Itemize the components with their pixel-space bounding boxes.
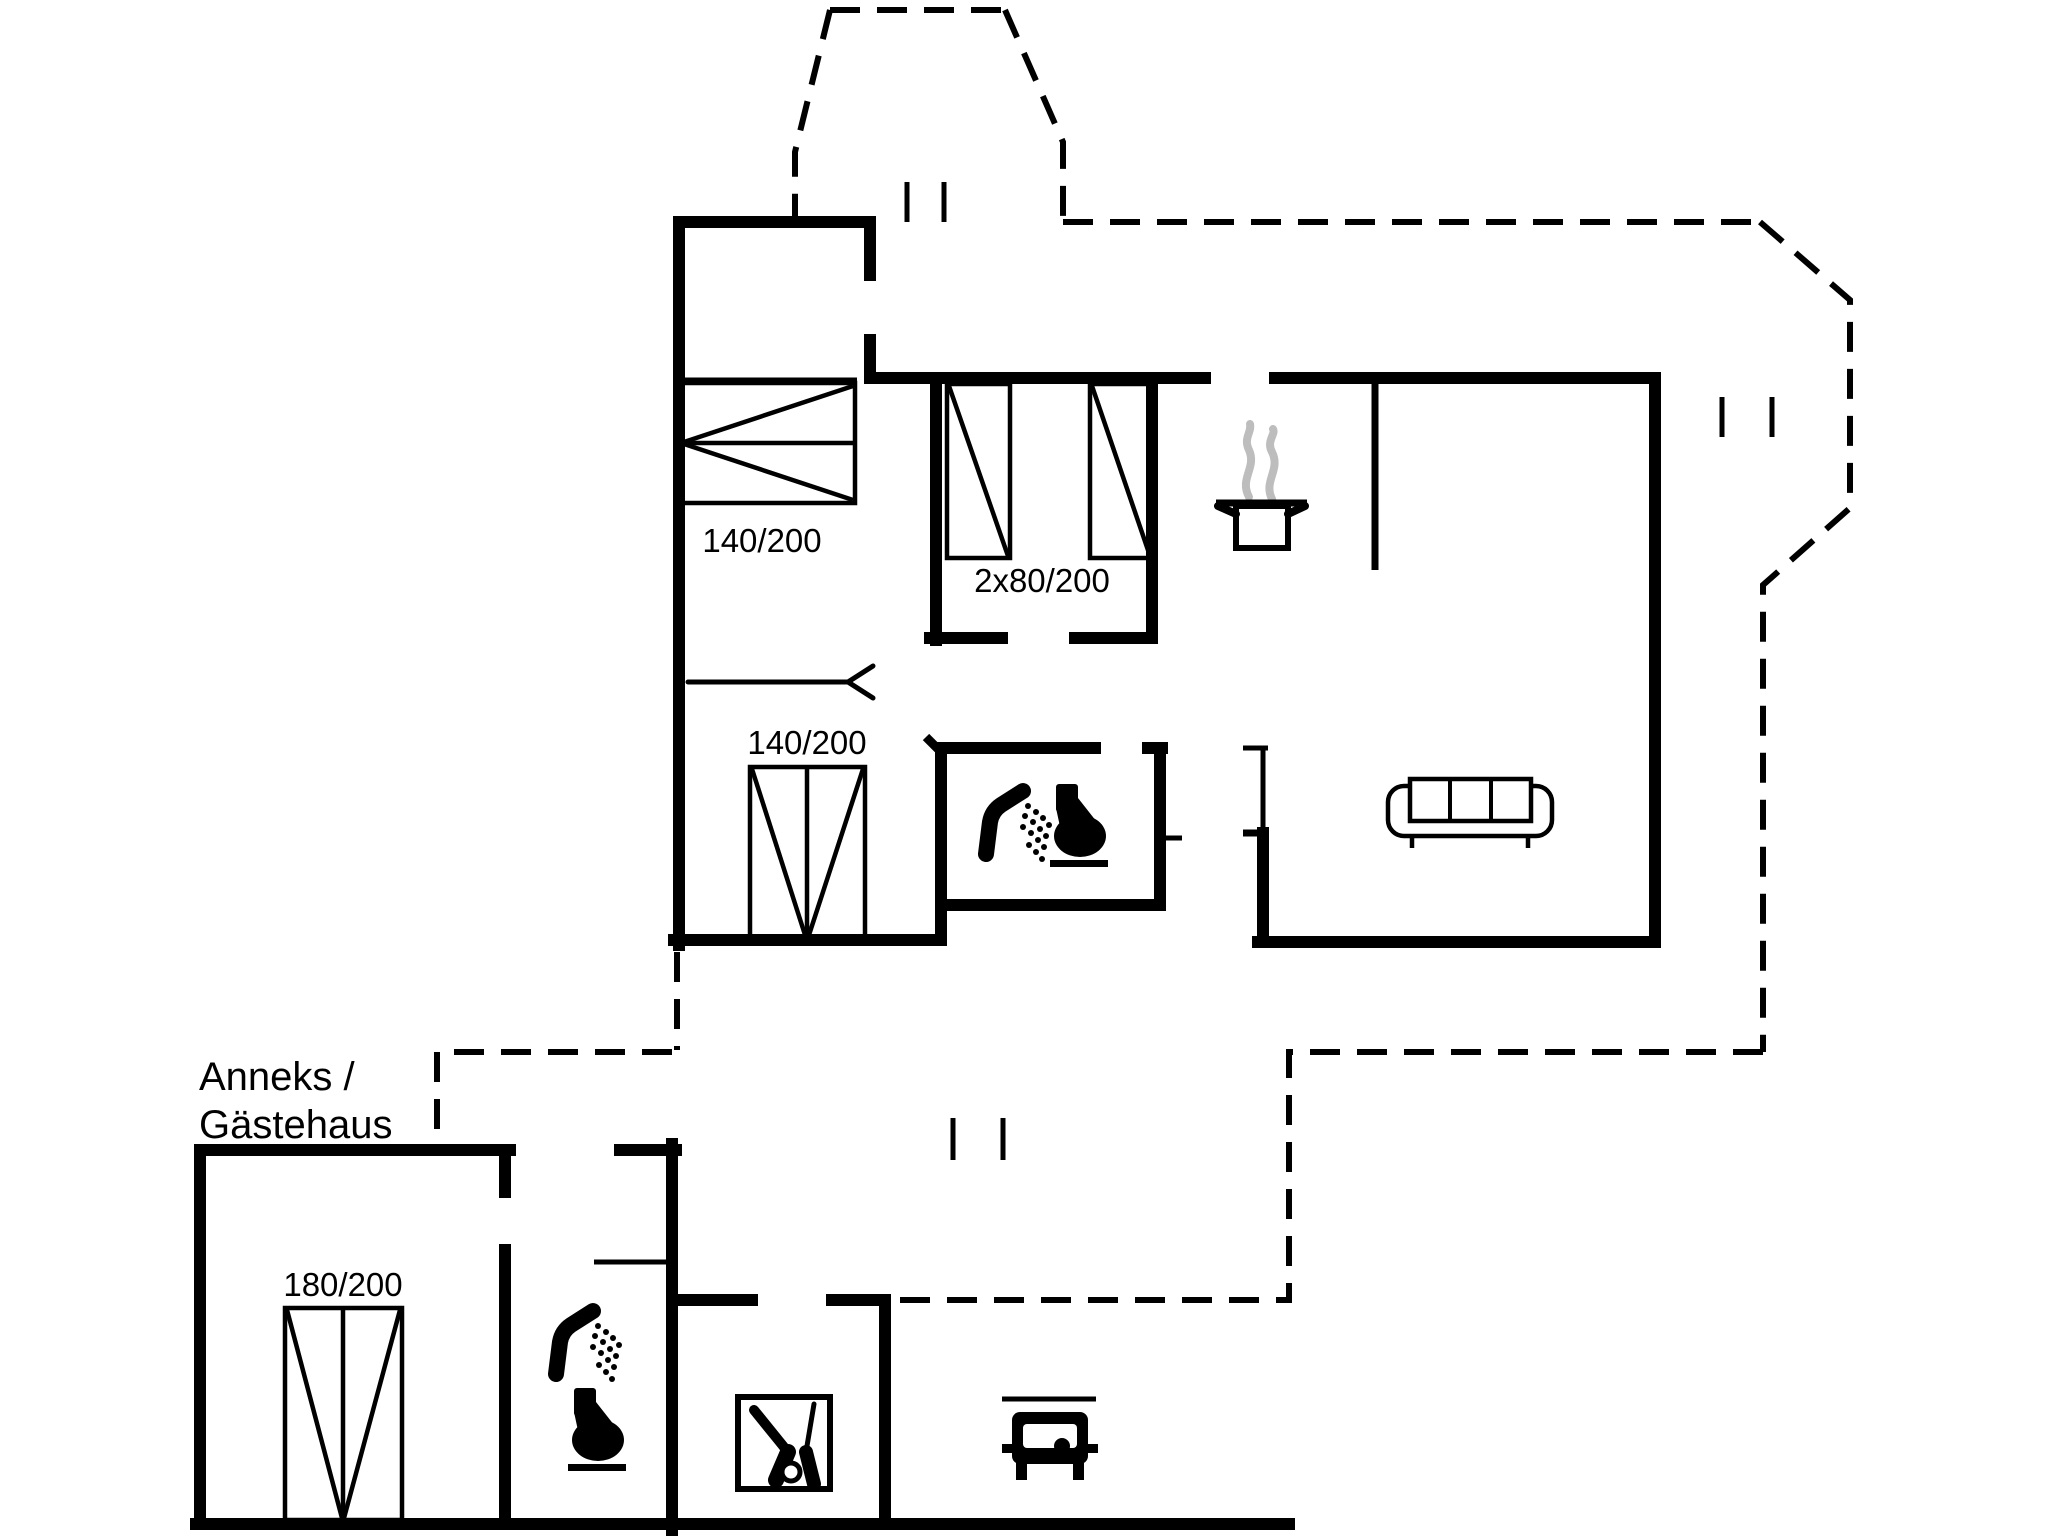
wall-entry-left-top xyxy=(673,216,876,951)
car-mirror-left xyxy=(1002,1444,1014,1453)
broom-stick xyxy=(803,1401,817,1455)
vacuum-wand xyxy=(749,1405,793,1457)
car-steering-wheel xyxy=(1054,1438,1070,1454)
shower-spray-dots xyxy=(1020,803,1052,862)
bed-diagonal-left xyxy=(749,768,809,939)
annex-walls xyxy=(190,1138,682,1536)
twin-bed-right-outline xyxy=(1087,381,1155,561)
label-bed-double-top: 140/200 xyxy=(702,522,821,559)
main-house-thin-walls xyxy=(679,377,1379,841)
beds-twin xyxy=(944,381,1155,561)
annex-heading-line1: Anneks / xyxy=(199,1055,356,1099)
twin-bed-left-diagonal xyxy=(946,385,1011,557)
car-wheel-left xyxy=(1016,1460,1027,1480)
entrance-arrow-head-lower xyxy=(845,679,876,701)
twin-bed-right-diagonal xyxy=(1089,385,1153,557)
entrance-arrow-icon xyxy=(685,663,876,701)
label-bed-double-lower: 140/200 xyxy=(747,724,866,761)
sofa-backrest xyxy=(1407,776,1534,824)
shower-icon xyxy=(978,783,1052,862)
labels: 140/200 2x80/200 140/200 180/200 Anneks … xyxy=(199,522,1110,1303)
bed-diagonal-upper xyxy=(680,383,854,446)
cooking-pot-icon xyxy=(1214,420,1309,551)
outbuilding-walls xyxy=(660,1294,1295,1530)
wall-north-east-south xyxy=(1252,372,1661,948)
shower-arm xyxy=(978,783,1031,862)
annex-left-and-top-wall xyxy=(194,1144,516,1530)
terrace-top-left-edge xyxy=(792,9,833,222)
terrace-opening-ticks xyxy=(904,182,1775,1160)
bed-double-lower xyxy=(747,764,868,943)
toilet-base xyxy=(568,1464,626,1471)
cleaning-equipment-icon xyxy=(735,1394,833,1492)
label-beds-twin: 2x80/200 xyxy=(974,562,1110,599)
bed-diagonal-right xyxy=(805,768,866,939)
terrace-east-edge xyxy=(1758,219,1853,1052)
pot-handle-left xyxy=(1214,502,1240,518)
terrace-top-right-edge xyxy=(1002,8,1066,222)
pot-handle-right xyxy=(1284,502,1309,518)
bed-double-top xyxy=(678,380,858,506)
bed-diagonal-lower xyxy=(680,440,854,503)
toilet-bowl xyxy=(572,1419,624,1461)
car-icon xyxy=(1002,1396,1098,1480)
bed-annex xyxy=(282,1305,405,1523)
steam-wisp-right xyxy=(1265,425,1279,503)
bed-diagonal-right xyxy=(341,1309,403,1519)
sofa-icon xyxy=(1385,776,1555,848)
annex-shower-icon xyxy=(548,1303,622,1382)
pot-body xyxy=(1233,503,1291,551)
entrance-arrow-head-upper xyxy=(845,663,876,685)
annex-heading-line2: Gästehaus xyxy=(199,1103,392,1147)
annex-toilet-icon xyxy=(568,1388,626,1471)
closet-outline xyxy=(735,1394,833,1492)
shower-spray-dots xyxy=(590,1323,622,1382)
twin-bed-left-outline xyxy=(944,381,1013,561)
toilet-base xyxy=(1050,860,1108,867)
toilet-icon xyxy=(1050,784,1108,867)
vacuum-wheel xyxy=(779,1460,803,1484)
terrace-outline xyxy=(434,7,1853,1303)
steam-icon xyxy=(1241,420,1279,503)
car-wheel-right xyxy=(1073,1460,1084,1480)
annex-terrace-edge xyxy=(434,1049,672,1146)
broom-head xyxy=(799,1445,821,1491)
bed-diagonal-left xyxy=(284,1309,345,1519)
steam-wisp-left xyxy=(1241,420,1255,501)
terrace-south-east-edge xyxy=(890,1049,1763,1303)
wall-bath-bevel xyxy=(922,733,945,756)
car-mirror-right xyxy=(1086,1444,1098,1453)
wall-entry-right-lower xyxy=(864,334,1211,384)
toilet-bowl xyxy=(1054,815,1106,857)
shower-arm xyxy=(548,1303,601,1382)
label-bed-annex: 180/200 xyxy=(283,1266,402,1303)
